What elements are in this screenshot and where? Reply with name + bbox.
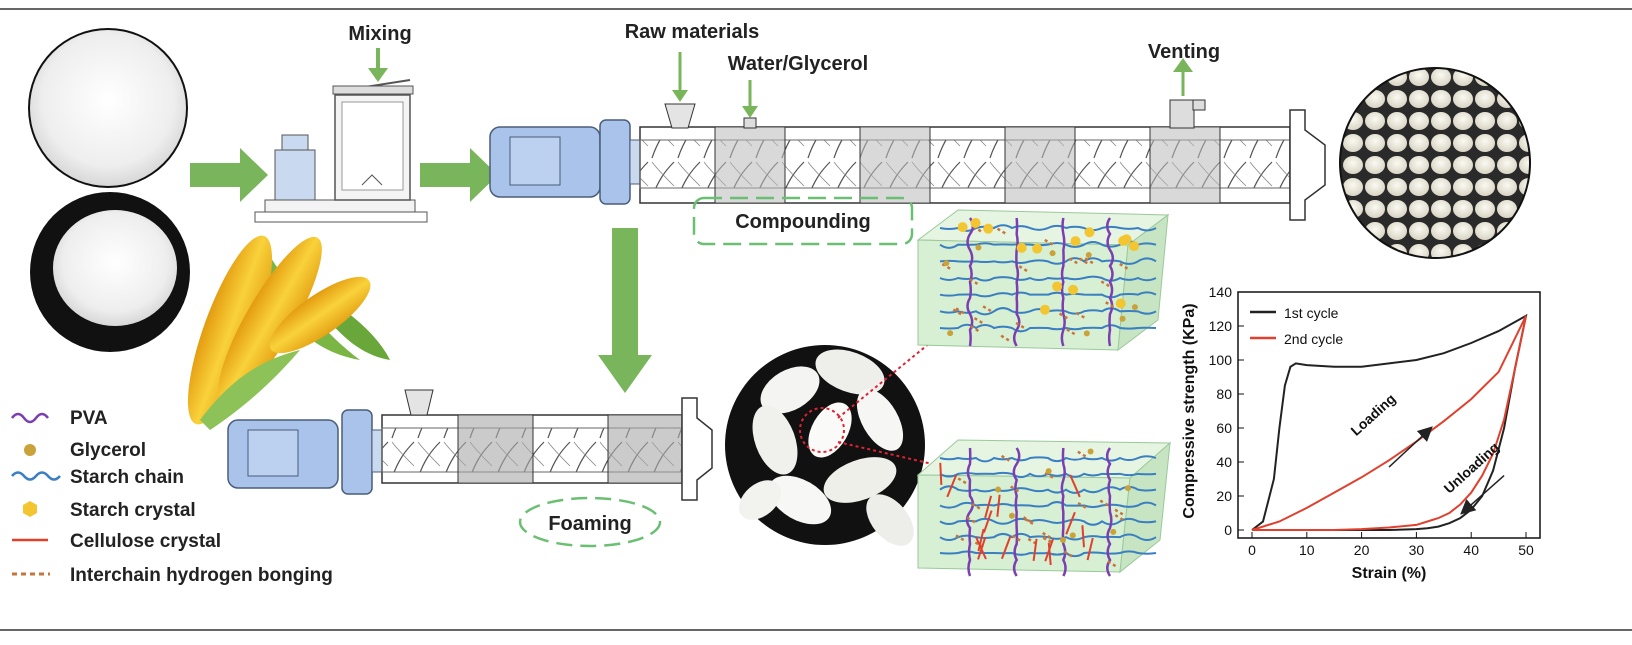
- legend-item-glycerol: Glycerol: [24, 440, 146, 461]
- svg-text:Starch chain: Starch chain: [70, 467, 184, 488]
- raw-materials-label: Raw materials: [625, 21, 760, 43]
- structure-cube-top: [916, 209, 1170, 352]
- x-tick-label: 20: [1354, 542, 1370, 558]
- wavy-line-icon: [11, 471, 61, 481]
- y-tick-label: 40: [1216, 454, 1232, 470]
- svg-text:PVA: PVA: [70, 408, 108, 429]
- pva-powder-photo: [30, 192, 190, 352]
- y-tick-label: 100: [1209, 352, 1233, 368]
- y-tick-label: 60: [1216, 420, 1232, 436]
- svg-text:Interchain hydrogen bonging: Interchain hydrogen bonging: [70, 565, 333, 586]
- legend-item-starch-chain: Starch chain: [11, 467, 184, 488]
- x-tick-label: 50: [1518, 542, 1534, 558]
- compounding-extruder: [489, 99, 1326, 221]
- x-axis-label: Strain (%): [1352, 565, 1427, 582]
- flow-arrow: [190, 148, 652, 393]
- y-tick-label: 120: [1209, 318, 1233, 334]
- legend: PVA Glycerol Starch chain Starch crystal…: [11, 408, 333, 586]
- x-tick-label: 40: [1463, 542, 1479, 558]
- mixer-machine: [254, 79, 428, 223]
- y-tick-label: 80: [1216, 386, 1232, 402]
- x-tick-label: 0: [1248, 542, 1256, 558]
- y-tick-label: 0: [1224, 522, 1232, 538]
- structure-cube-bottom: [916, 439, 1172, 577]
- legend-item-cellulose-crystal: Cellulose crystal: [12, 531, 221, 552]
- legend-item-pva: PVA: [11, 408, 108, 429]
- venting-label: Venting: [1148, 41, 1220, 63]
- y-tick-label: 20: [1216, 488, 1232, 504]
- loading-annotation: Loading: [1347, 390, 1398, 438]
- foaming-extruder: [227, 389, 713, 501]
- corn-image: [187, 235, 390, 430]
- y-axis-label: Compressive strength (KPa): [1181, 303, 1198, 518]
- wavy-line-icon: [11, 412, 49, 424]
- svg-text:Glycerol: Glycerol: [70, 440, 146, 461]
- y-tick-label: 140: [1209, 284, 1233, 300]
- compounding-box: [692, 196, 914, 246]
- legend-label: 1st cycle: [1284, 305, 1339, 321]
- legend-item-starch-crystal: Starch crystal: [23, 500, 196, 521]
- foam-photo: [725, 345, 925, 546]
- chart-frame: [1237, 291, 1541, 539]
- hexagon-icon: [23, 501, 37, 517]
- x-tick-label: 30: [1409, 542, 1425, 558]
- foaming-box: [518, 496, 662, 548]
- mixing-label: Mixing: [348, 23, 411, 45]
- svg-text:Cellulose crystal: Cellulose crystal: [70, 531, 221, 552]
- series-line-2: [1251, 315, 1527, 531]
- starch-powder-photo: [28, 28, 188, 188]
- dot-icon: [24, 444, 36, 456]
- compounding-label: Compounding: [735, 211, 871, 233]
- series-line-1: [1251, 313, 1528, 531]
- legend-label: 2nd cycle: [1284, 331, 1343, 347]
- water-glycerol-label: Water/Glycerol: [728, 53, 868, 75]
- unloading-arrow: [1460, 475, 1505, 515]
- svg-text:Starch crystal: Starch crystal: [70, 500, 196, 521]
- foaming-label: Foaming: [548, 513, 631, 535]
- loading-arrow: [1388, 426, 1433, 468]
- legend-item-hydrogen-bonding: Interchain hydrogen bonging: [12, 565, 333, 586]
- pellets-photo: [1339, 67, 1531, 259]
- x-tick-label: 10: [1299, 542, 1315, 558]
